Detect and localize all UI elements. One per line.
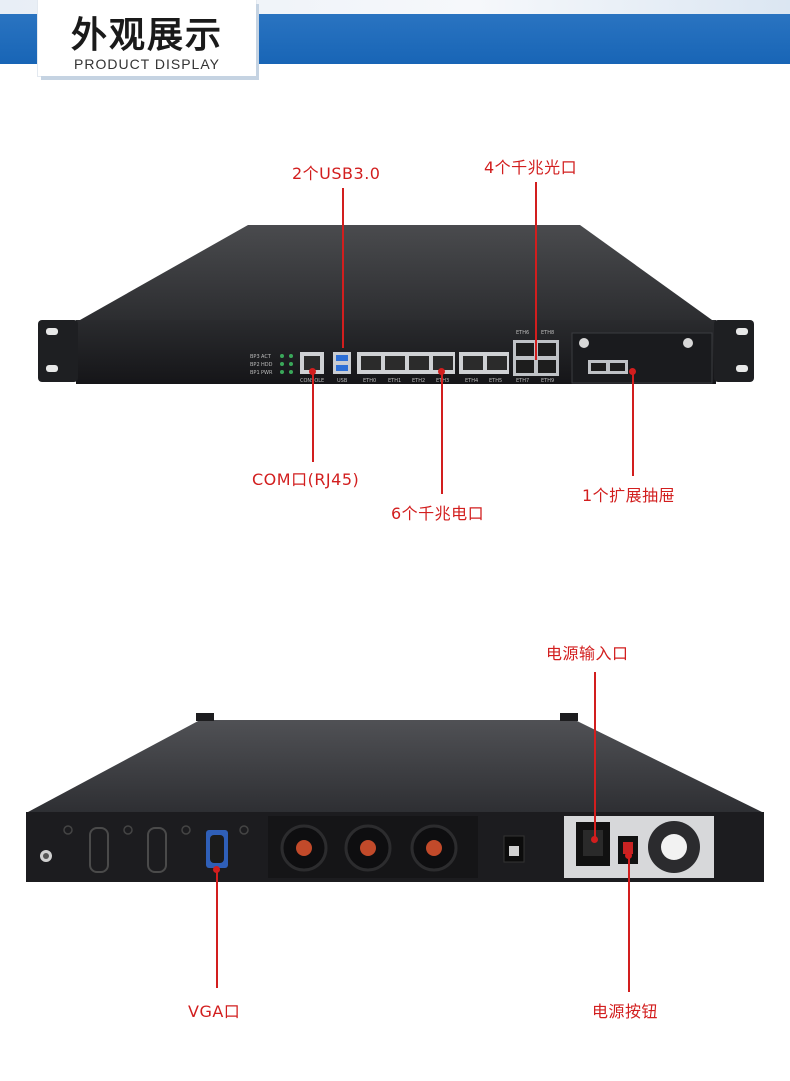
callout-vga: VGA口 (188, 1002, 241, 1021)
leader-dot-com (309, 368, 316, 375)
led-label-bp1: BP1 (250, 370, 260, 376)
sfp-port-label: ETH8 (541, 330, 554, 336)
led-label-bp2: BP2 (250, 362, 260, 368)
eth-port-label: ETH5 (489, 378, 502, 384)
leader-line-power-in (594, 672, 596, 840)
led-label-act: ACT (261, 354, 272, 360)
leader-line-power-btn (628, 856, 630, 992)
page-subtitle: PRODUCT DISPLAY (74, 56, 220, 72)
callout-drawer: 1个扩展抽屉 (582, 486, 676, 505)
leader-line-eth (441, 372, 443, 494)
page-title: 外观展示 (70, 15, 223, 56)
leader-line-sfp (535, 182, 537, 360)
leader-dot-power-btn (625, 852, 632, 859)
leader-line-com (312, 372, 314, 462)
leader-line-drawer (632, 372, 634, 476)
callout-usb: 2个USB3.0 (292, 164, 381, 183)
usb-port-label: USB (337, 378, 348, 384)
callout-power-in: 电源输入口 (546, 644, 629, 663)
header-card: 外观展示 PRODUCT DISPLAY (38, 0, 256, 76)
callout-com: COM口(RJ45) (252, 470, 360, 489)
eth-port-label: ETH4 (465, 378, 478, 384)
eth-port-label: ETH1 (388, 378, 401, 384)
sfp-port-label: ETH7 (516, 378, 529, 384)
leader-line-vga (216, 870, 218, 988)
eth-port-label: ETH0 (363, 378, 376, 384)
sfp-port-label: ETH6 (516, 330, 529, 336)
callout-sfp: 4个千兆光口 (484, 158, 578, 177)
leader-line-usb (342, 188, 344, 348)
callout-power-btn: 电源按钮 (592, 1002, 659, 1021)
leader-dot-drawer (629, 368, 636, 375)
sfp-port-label: ETH9 (541, 378, 554, 384)
callout-eth: 6个千兆电口 (391, 504, 485, 523)
leader-dot-power-in (591, 836, 598, 843)
leader-dot-vga (213, 866, 220, 873)
eth-port-label: ETH2 (412, 378, 425, 384)
led-label-bp3: BP3 (250, 354, 260, 360)
front-device-image: BP3 BP2 BP1 ACT HDD PWR CONSOLE USB ETH0… (38, 225, 754, 384)
leader-dot-eth (438, 368, 445, 375)
led-label-pwr: PWR (261, 370, 273, 376)
led-label-hdd: HDD (261, 362, 273, 368)
